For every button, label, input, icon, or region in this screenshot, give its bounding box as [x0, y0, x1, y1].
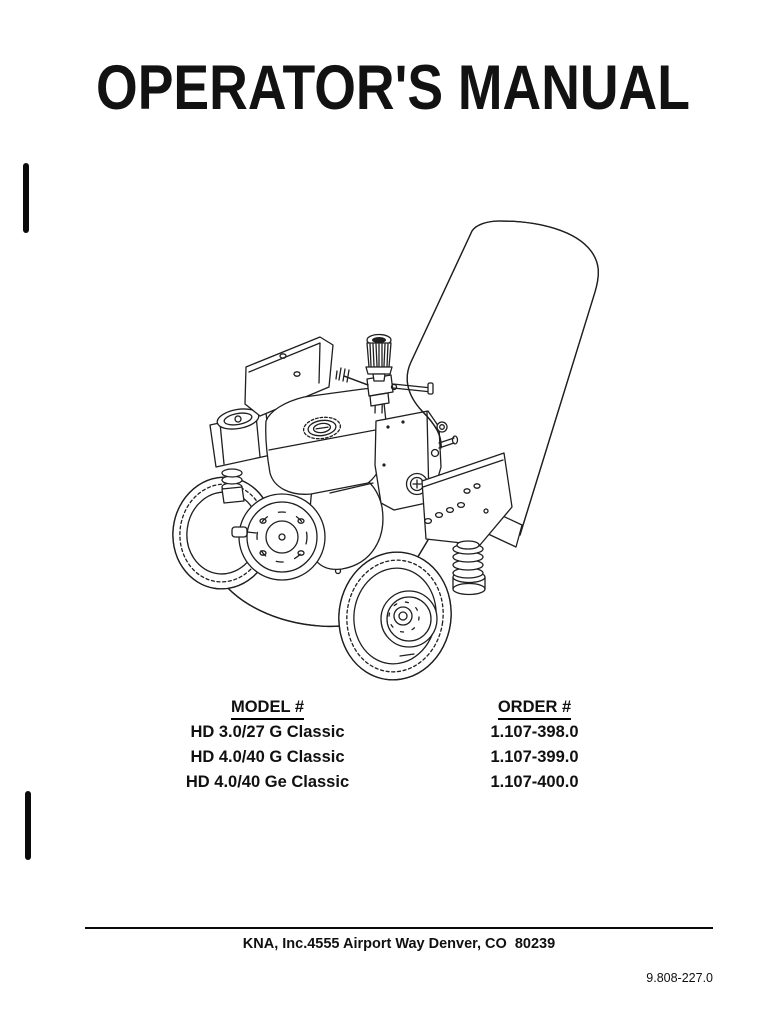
- table-row: HD 3.0/27 G Classic 1.107-398.0: [150, 720, 612, 745]
- document-part-number: 9.808-227.0: [646, 971, 713, 985]
- order-number: 1.107-400.0: [490, 773, 579, 791]
- model-name: HD 4.0/40 Ge Classic: [185, 773, 350, 791]
- recoil-starter: [231, 493, 326, 581]
- footer-rule: [85, 927, 713, 929]
- table-row: HD 4.0/40 Ge Classic 1.107-400.0: [150, 770, 612, 795]
- company-address: KNA, Inc.4555 Airport Way Denver, CO 802…: [242, 936, 556, 952]
- air-filter: [209, 408, 272, 504]
- handle-support-rod: [390, 382, 434, 395]
- order-number: 1.107-399.0: [490, 748, 579, 766]
- table-header-row: MODEL # ORDER #: [150, 695, 612, 720]
- order-header: ORDER #: [497, 697, 572, 720]
- muffler: [244, 336, 334, 417]
- front-wheel: [338, 551, 452, 681]
- cart-handle: [406, 220, 599, 536]
- vibration-foot: [452, 540, 486, 596]
- fuel-cap: [302, 416, 342, 440]
- model-header-cell: MODEL #: [150, 695, 385, 720]
- model-header: MODEL #: [230, 697, 305, 720]
- registration-mark-bottom: [25, 791, 31, 860]
- deck-plate: [421, 452, 513, 546]
- order-number: 1.107-398.0: [490, 723, 579, 741]
- pressure-knob: [365, 333, 393, 382]
- model-name: HD 4.0/40 G Classic: [190, 748, 345, 766]
- fuel-tank: [265, 387, 388, 495]
- pressure-washer-line-drawing-icon: [172, 220, 599, 681]
- order-header-cell: ORDER #: [457, 695, 612, 720]
- model-name: HD 3.0/27 G Classic: [190, 723, 345, 741]
- page-title: OPERATOR'S MANUAL: [96, 53, 690, 123]
- model-order-table: MODEL # ORDER # HD 3.0/27 G Classic 1.10…: [150, 695, 612, 795]
- registration-mark-top: [23, 163, 29, 233]
- table-row: HD 4.0/40 G Classic 1.107-399.0: [150, 745, 612, 770]
